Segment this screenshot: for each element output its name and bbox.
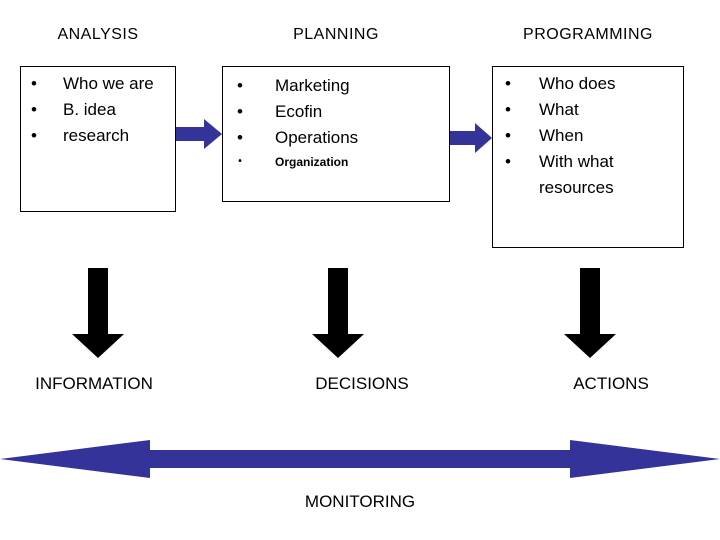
list-item-label: What — [539, 100, 579, 119]
bullet-dot-icon: • — [505, 74, 511, 93]
list-item-label: Operations — [275, 128, 359, 147]
column-header-planning: PLANNING — [293, 26, 379, 43]
bullet-dot-icon: • — [237, 76, 243, 95]
list-item: • B. idea — [21, 97, 175, 123]
bullet-dot-icon: • — [31, 74, 37, 93]
column-header-analysis: ANALYSIS — [57, 26, 139, 43]
list-item-label: Organization — [275, 155, 349, 169]
list-item: • Organization — [223, 151, 449, 173]
list-item: • Marketing — [223, 73, 449, 99]
list-item-label: research — [63, 126, 130, 145]
stage-box-planning: • Marketing • Ecofin • Operations • Orga… — [222, 66, 450, 202]
list-item: • research — [21, 123, 175, 149]
list-item-label: Ecofin — [275, 102, 323, 121]
column-header-programming: PROGRAMMING — [523, 26, 653, 43]
list-item-label: With what resources — [539, 152, 614, 197]
bullet-dot-icon: • — [505, 100, 511, 119]
bullet-dot-icon: • — [31, 126, 37, 145]
right-block-arrow-icon — [450, 120, 494, 156]
list-item: • When — [493, 123, 683, 149]
list-item-label: Marketing — [275, 76, 350, 95]
list-item: • Operations — [223, 125, 449, 151]
outcome-label-decisions: DECISIONS — [315, 374, 409, 393]
bullet-list-planning: • Marketing • Ecofin • Operations • Orga… — [223, 73, 449, 173]
down-block-arrow-icon — [310, 268, 366, 360]
list-item: • With what resources — [493, 149, 683, 201]
bullet-dot-icon: • — [238, 156, 242, 167]
list-item-label: When — [539, 126, 584, 145]
double-headed-arrow-icon — [0, 430, 720, 488]
list-item: • What — [493, 97, 683, 123]
down-block-arrow-icon — [562, 268, 618, 360]
bullet-dot-icon: • — [237, 102, 243, 121]
list-item-label: B. idea — [63, 100, 116, 119]
footer-label-monitoring: MONITORING — [304, 492, 416, 511]
bullet-dot-icon: • — [505, 126, 511, 145]
down-block-arrow-icon — [70, 268, 126, 360]
bullet-dot-icon: • — [505, 152, 511, 171]
list-item: • Who does — [493, 71, 683, 97]
list-item: • Who we are — [21, 71, 175, 97]
list-item: • Ecofin — [223, 99, 449, 125]
right-block-arrow-icon — [176, 116, 224, 152]
outcome-label-actions: ACTIONS — [573, 374, 649, 393]
bullet-dot-icon: • — [31, 100, 37, 119]
list-item-label: Who we are — [63, 74, 154, 93]
bullet-list-programming: • Who does • What • When • With what res… — [493, 71, 683, 201]
outcome-label-information: INFORMATION — [35, 374, 153, 393]
bullet-dot-icon: • — [237, 128, 243, 147]
stage-box-programming: • Who does • What • When • With what res… — [492, 66, 684, 248]
stage-box-analysis: • Who we are • B. idea • research — [20, 66, 176, 212]
bullet-list-analysis: • Who we are • B. idea • research — [21, 71, 175, 149]
list-item-label: Who does — [539, 74, 616, 93]
